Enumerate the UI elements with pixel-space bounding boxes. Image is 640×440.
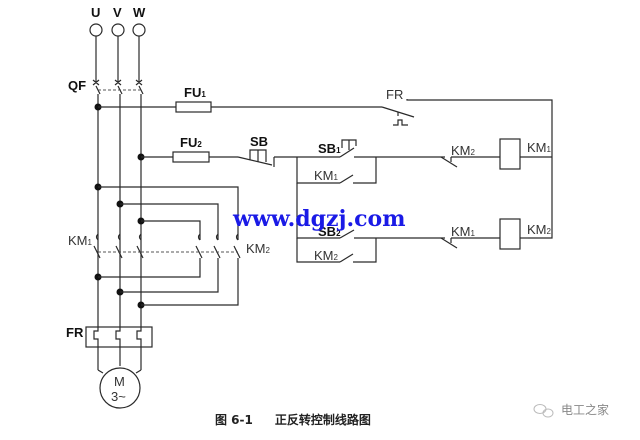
sb1-label: SB1 xyxy=(318,141,341,156)
logo: 电工之家 xyxy=(533,402,609,418)
km2-coil-label: KM2 xyxy=(527,222,552,237)
fu1-label: FU1 xyxy=(184,85,206,100)
phase-terminal-u: U xyxy=(89,5,103,37)
km1-main-label: KM1 xyxy=(68,233,93,248)
km1-coil: KM1 xyxy=(499,138,552,170)
sb-label: SB xyxy=(250,134,268,149)
km2-hold-contact: KM2 xyxy=(314,248,354,263)
motor-type-label: 3~ xyxy=(111,389,126,404)
phase-label-w: W xyxy=(133,5,146,20)
sb2-label: SB2 xyxy=(318,224,341,239)
phase-label-u: U xyxy=(91,5,100,20)
km1-main-contacts: KM1 xyxy=(68,233,144,259)
fr-ctrl-contact: FR xyxy=(381,87,415,126)
wechat-icon xyxy=(533,404,554,418)
phase-label-v: V xyxy=(113,5,122,20)
motor: M 3~ xyxy=(99,367,141,409)
phase-terminal-w: W xyxy=(132,5,146,37)
fuse-fu1: FU1 xyxy=(175,85,212,113)
km2-main-label: KM2 xyxy=(246,241,271,256)
km1-interlock-contact: KM1 xyxy=(440,224,476,249)
qf-label: QF xyxy=(68,78,86,93)
thermal-relay-fr-main: FR xyxy=(66,325,153,348)
reverse-button-sb2: SB2 xyxy=(318,224,355,239)
motor-label: M xyxy=(114,374,125,389)
fr-main-label: FR xyxy=(66,325,84,340)
km1-interlock-label: KM1 xyxy=(451,224,476,239)
km2-interlock-label: KM2 xyxy=(451,143,476,158)
logo-text: 电工之家 xyxy=(561,402,609,417)
km2-interlock-contact: KM2 xyxy=(440,143,476,168)
stop-button-sb: SB xyxy=(237,134,275,167)
km2-coil: KM2 xyxy=(499,218,552,250)
km2-main-contacts: KM2 xyxy=(141,233,271,259)
km1-hold-contact: KM1 xyxy=(314,168,354,184)
km1-hold-label: KM1 xyxy=(314,168,339,183)
fu2-label: FU2 xyxy=(180,135,202,150)
fr-ctrl-label: FR xyxy=(386,87,403,102)
phase-terminal-v: V xyxy=(111,5,125,37)
watermark: www.dgzj.com xyxy=(232,206,406,232)
forward-button-sb1: SB1 xyxy=(318,139,357,158)
km1-coil-label: KM1 xyxy=(527,140,552,155)
km2-hold-label: KM2 xyxy=(314,248,339,263)
breaker-qf: QF xyxy=(68,78,144,95)
fuse-fu2: FU2 xyxy=(172,135,210,163)
